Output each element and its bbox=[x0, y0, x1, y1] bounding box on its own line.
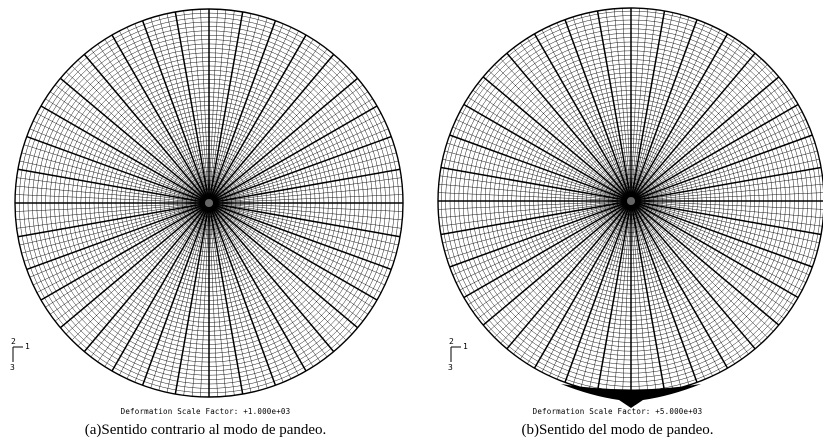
axis-arrows-icon bbox=[450, 346, 461, 362]
axis-label-3: 3 bbox=[448, 363, 453, 372]
axis-triad: 2 1 3 bbox=[445, 338, 475, 374]
axis-label-2: 2 bbox=[449, 337, 454, 346]
mesh-center bbox=[201, 195, 217, 211]
axis-label-1: 1 bbox=[463, 342, 468, 351]
mesh-center bbox=[623, 193, 639, 209]
axis-label-1: 1 bbox=[25, 342, 30, 351]
axis-label-3: 3 bbox=[10, 363, 15, 372]
mesh-main-spokes bbox=[15, 9, 403, 397]
mesh-boundary bbox=[14, 8, 404, 398]
mesh-lines bbox=[14, 8, 404, 398]
panel-b: 2 1 3 Deformation Scale Factor: +5.000e+… bbox=[412, 0, 823, 448]
mesh-main-spokes bbox=[438, 8, 823, 394]
deformation-scale-text: Deformation Scale Factor: +5.000e+03 bbox=[532, 407, 703, 416]
axis-arrows-icon bbox=[12, 346, 23, 362]
panel-a: 2 1 3 Deformation Scale Factor: +1.000e+… bbox=[0, 0, 411, 448]
deformation-scale-text: Deformation Scale Factor: +1.000e+03 bbox=[120, 407, 291, 416]
figure-caption: (a)Sentido contrario al modo de pandeo. bbox=[84, 422, 327, 438]
figure-caption: (b)Sentido del modo de pandeo. bbox=[521, 422, 714, 438]
axis-triad: 2 1 3 bbox=[7, 338, 37, 374]
fe-mesh-plot bbox=[14, 8, 404, 398]
fe-mesh-plot bbox=[437, 7, 823, 408]
axis-label-2: 2 bbox=[11, 337, 16, 346]
mesh-lines bbox=[437, 7, 823, 408]
buckling-deformation bbox=[561, 384, 701, 408]
